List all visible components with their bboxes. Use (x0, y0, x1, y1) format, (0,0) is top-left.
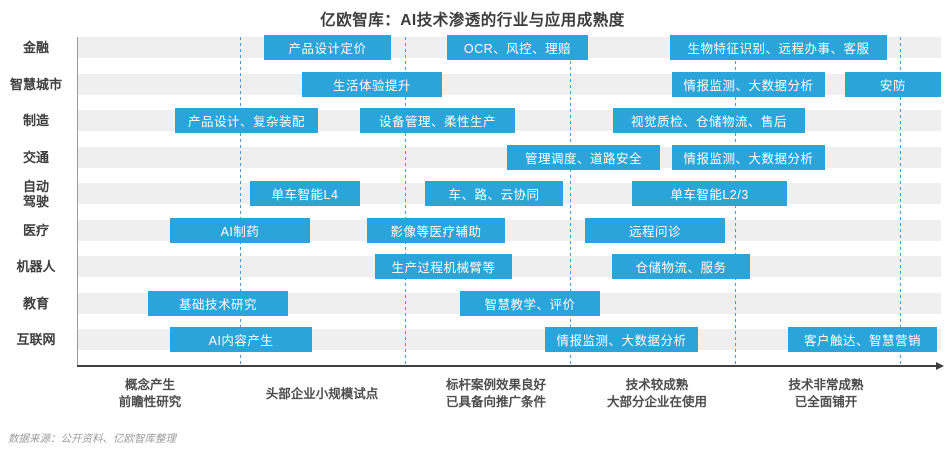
maturity-bar: 产品设计定价 (264, 35, 391, 60)
row-category-label-line: 自动 (22, 178, 49, 194)
chart-title: 亿欧智库：AI技术渗透的行业与应用成熟度 (320, 12, 625, 29)
maturity-bar: 生物特征识别、远程办事、客服 (670, 35, 887, 60)
row-category-label: 自动驾驶 (0, 179, 72, 209)
row-category-label: 医疗 (0, 223, 72, 238)
maturity-bar: 情报监测、大数据分析 (672, 71, 825, 97)
x-axis-stage-label-line: 技术较成熟 (625, 378, 689, 392)
x-axis-stage-label: 技术较成熟大部分企业在使用 (567, 376, 747, 412)
maturity-bar: 单车智能L4 (250, 181, 360, 206)
row-category-label-line: 金融 (22, 40, 49, 55)
maturity-bar: OCR、风控、理赔 (447, 35, 588, 60)
row-category-label: 制造 (0, 113, 72, 128)
row-category-label-line: 智慧城市 (9, 76, 62, 92)
x-axis-stage-label-line: 标杆案例效果良好 (445, 378, 546, 392)
x-axis-arrow-icon (936, 362, 944, 370)
x-axis-stage-label-line: 已具备向推广条件 (445, 395, 546, 409)
maturity-bar: 智慧教学、评价 (460, 290, 600, 316)
row-category-label-line: 机器人 (16, 259, 56, 274)
x-axis-line (77, 365, 937, 367)
maturity-bar: AI内容产生 (170, 327, 312, 352)
row-category-label-line: 交通 (22, 149, 49, 165)
maturity-bar: 产品设计、复杂装配 (175, 108, 318, 133)
maturity-bar: 生产过程机械臂等 (375, 254, 512, 279)
x-axis-stage-label-line: 前瞻性研究 (118, 395, 182, 409)
row-category-label: 机器人 (0, 259, 72, 274)
maturity-bar: 仓储物流、服务 (612, 254, 750, 279)
x-axis-stage-label-line: 概念产生 (124, 378, 175, 392)
maturity-bar: AI制药 (170, 217, 310, 243)
row-category-label: 智慧城市 (0, 77, 72, 92)
stage-boundary-dashed-line (240, 37, 241, 366)
maturity-bar: 情报监测、大数据分析 (545, 327, 698, 352)
y-axis-line (77, 37, 78, 367)
row-category-label: 金融 (0, 40, 72, 55)
row-category-label-line: 医疗 (22, 222, 49, 238)
source-note: 数据来源：公开资料、亿欧智库整理 (8, 433, 176, 445)
row-category-label: 互联网 (0, 332, 72, 347)
maturity-bar: 管理调度、道路安全 (507, 144, 660, 170)
maturity-bar: 设备管理、柔性生产 (360, 108, 515, 133)
maturity-bar: 单车智能L2/3 (632, 181, 787, 206)
x-axis-stage-label-line: 大部分企业在使用 (606, 395, 707, 409)
maturity-bar: 情报监测、大数据分析 (672, 144, 825, 170)
row-category-label-line: 制造 (22, 113, 49, 128)
row-category-label: 教育 (0, 296, 72, 311)
maturity-bar: 安防 (845, 71, 941, 97)
x-axis-stage-label: 标杆案例效果良好已具备向推广条件 (406, 376, 586, 412)
x-axis-stage-label: 概念产生前瞻性研究 (60, 376, 240, 412)
maturity-bar: 视觉质检、仓储物流、售后 (613, 108, 805, 133)
maturity-bar: 车、路、云协同 (425, 181, 563, 206)
stage-boundary-dashed-line (570, 37, 571, 366)
row-category-label: 交通 (0, 150, 72, 165)
stage-boundary-dashed-line (900, 37, 901, 366)
maturity-bar: 客户触达、智慧营销 (788, 327, 937, 352)
x-axis-stage-label: 头部企业小规模试点 (232, 376, 412, 412)
x-axis-stage-label: 技术非常成熟已全面铺开 (736, 376, 916, 412)
maturity-bar: 远程问诊 (585, 217, 725, 243)
x-axis-stage-label-line: 已全面铺开 (794, 395, 858, 409)
x-axis-stage-label-line: 头部企业小规模试点 (265, 386, 379, 401)
row-category-label-line: 互联网 (16, 332, 56, 347)
x-axis-stage-label-line: 技术非常成熟 (788, 378, 864, 392)
maturity-bar: 基础技术研究 (148, 290, 288, 316)
maturity-bar: 影像等医疗辅助 (367, 217, 505, 243)
maturity-bar: 生活体验提升 (302, 71, 442, 97)
row-category-label-line: 驾驶 (22, 193, 49, 209)
row-category-label-line: 教育 (22, 295, 49, 311)
stage-boundary-dashed-line (405, 37, 406, 366)
